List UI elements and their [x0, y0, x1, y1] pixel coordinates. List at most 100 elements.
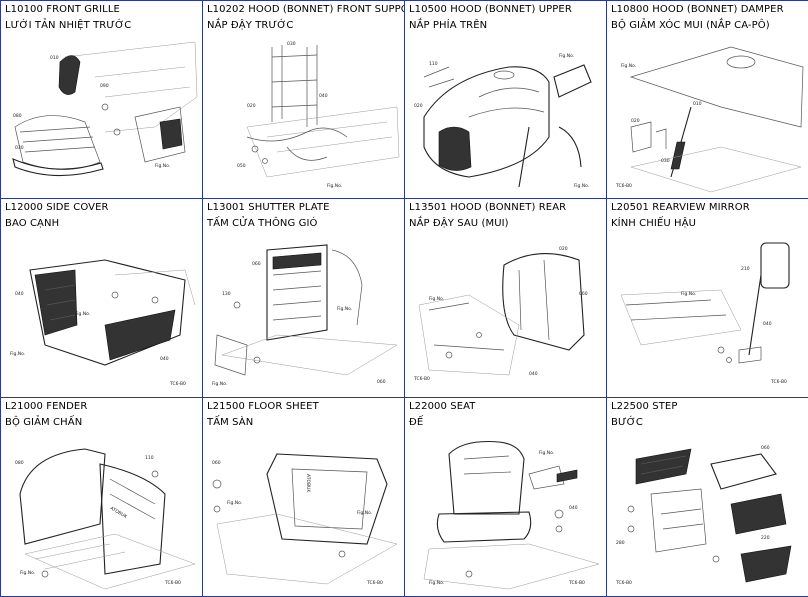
shutter-plate-diagram: 130 060 Fig.No. Fig.No. 060 — [207, 235, 400, 393]
svg-text:010: 010 — [50, 55, 59, 61]
svg-text:TC6-B0: TC6-B0 — [615, 183, 632, 189]
svg-text:060: 060 — [252, 261, 261, 267]
part-code: L21000 FENDER — [5, 401, 88, 412]
svg-text:Fig.No.: Fig.No. — [621, 63, 636, 69]
svg-text:Fig.No.: Fig.No. — [574, 183, 589, 189]
svg-text:060: 060 — [761, 445, 770, 451]
part-tile-hood-upper[interactable]: L10500 HOOD (BONNET) UPPER NẮP PHÍA TRÊN… — [405, 1, 606, 198]
svg-text:Fig.No.: Fig.No. — [155, 163, 170, 169]
part-title: ĐẾ — [409, 417, 424, 428]
svg-text:Fig.No.: Fig.No. — [337, 306, 352, 312]
svg-text:ATOBUK: ATOBUK — [305, 474, 311, 493]
hood-rear-diagram: 020 060 Fig.No. TC6-B0 040 — [409, 235, 602, 393]
part-tile-rearview-mirror[interactable]: L20501 REARVIEW MIRROR KÍNH CHIẾU HẬU 21… — [607, 199, 808, 397]
svg-text:Fig.No.: Fig.No. — [681, 291, 696, 297]
svg-text:060: 060 — [212, 460, 221, 466]
svg-text:040: 040 — [319, 93, 328, 99]
part-code: L20501 REARVIEW MIRROR — [611, 202, 750, 213]
svg-text:030: 030 — [287, 41, 296, 47]
part-code: L12000 SIDE COVER — [5, 202, 109, 213]
part-tile-shutter-plate[interactable]: L13001 SHUTTER PLATE TẤM CỬA THÔNG GIÓ 1… — [203, 199, 404, 397]
svg-text:TC6-B0: TC6-B0 — [413, 376, 430, 382]
svg-text:020: 020 — [247, 103, 256, 109]
svg-text:TC6-B0: TC6-B0 — [568, 580, 585, 586]
part-title: TẤM CỬA THÔNG GIÓ — [207, 218, 318, 229]
part-tile-seat[interactable]: L22000 SEAT ĐẾ Fig.No.040 Fig.No.TC6-B0 — [405, 398, 606, 596]
svg-text:Fig.No.: Fig.No. — [75, 311, 90, 317]
svg-text:040: 040 — [529, 371, 538, 377]
part-title: BỘ GIẢM CHẤN — [5, 417, 83, 428]
part-title: LƯỚI TẢN NHIỆT TRƯỚC — [5, 20, 132, 31]
part-code: L13501 HOOD (BONNET) REAR — [409, 202, 567, 213]
svg-text:060: 060 — [579, 291, 588, 297]
part-title: KÍNH CHIẾU HẬU — [611, 218, 697, 229]
svg-text:Fig.No.: Fig.No. — [429, 580, 444, 586]
svg-text:TC6-B0: TC6-B0 — [169, 381, 186, 387]
svg-text:050: 050 — [237, 163, 246, 169]
svg-text:030: 030 — [661, 158, 670, 164]
part-title: TẤM SÀN — [207, 417, 254, 428]
svg-text:TC6-B0: TC6-B0 — [615, 580, 632, 586]
part-title: BƯỚC — [611, 417, 643, 428]
seat-diagram: Fig.No.040 Fig.No.TC6-B0 — [409, 434, 602, 592]
part-tile-hood-damper[interactable]: L10800 HOOD (BONNET) DAMPER BỘ GIẢM XÓC … — [607, 1, 808, 198]
svg-text:220: 220 — [761, 535, 770, 541]
part-code: L10100 FRONT GRILLE — [5, 4, 120, 15]
part-title: NẮP ĐẬY TRƯỚC — [207, 20, 294, 31]
svg-text:210: 210 — [741, 266, 750, 272]
svg-text:Fig.No.: Fig.No. — [10, 351, 25, 357]
part-title: NẮP PHÍA TRÊN — [409, 20, 488, 31]
svg-text:020: 020 — [559, 246, 568, 252]
svg-text:040: 040 — [160, 356, 169, 362]
svg-text:130: 130 — [222, 291, 231, 297]
hood-front-support-diagram: 030 020 040 050 Fig.No. — [207, 37, 400, 195]
svg-text:020: 020 — [414, 103, 423, 109]
part-code: L10500 HOOD (BONNET) UPPER — [409, 4, 572, 15]
svg-text:Fig.No.: Fig.No. — [212, 381, 227, 387]
svg-text:080: 080 — [13, 113, 22, 119]
svg-text:Fig.No.: Fig.No. — [357, 510, 372, 516]
svg-text:110: 110 — [145, 455, 154, 461]
svg-text:Fig.No.: Fig.No. — [429, 296, 444, 302]
svg-text:Fig.No.: Fig.No. — [20, 570, 35, 576]
part-code: L21500 FLOOR SHEET — [207, 401, 319, 412]
svg-text:110: 110 — [429, 61, 438, 67]
svg-text:Fig.No.: Fig.No. — [539, 450, 554, 456]
part-code: L13001 SHUTTER PLATE — [207, 202, 330, 213]
svg-text:TC6-B0: TC6-B0 — [366, 580, 383, 586]
svg-text:080: 080 — [15, 460, 24, 466]
svg-text:TC6-B0: TC6-B0 — [770, 379, 787, 385]
part-tile-hood-front-support[interactable]: L10202 HOOD (BONNET) FRONT SUPPO NẮP ĐẬY… — [203, 1, 404, 198]
part-title: BỘ GIẢM XÓC MUI (NẮP CA-PÔ) — [611, 20, 770, 31]
svg-text:TC6-B0: TC6-B0 — [164, 580, 181, 586]
front-grille-diagram: 010 080 090 030 Fig.No. — [5, 37, 198, 195]
svg-text:030: 030 — [15, 145, 24, 151]
part-code: L10202 HOOD (BONNET) FRONT SUPPO — [207, 4, 404, 15]
part-title: NẮP ĐẬY SAU (MUI) — [409, 218, 509, 229]
part-title: BAO CẠNH — [5, 218, 60, 229]
part-tile-front-grille[interactable]: L10100 FRONT GRILLE LƯỚI TẢN NHIỆT TRƯỚC… — [1, 1, 202, 198]
svg-text:Fig.No.: Fig.No. — [227, 500, 242, 506]
svg-text:Fig.No.: Fig.No. — [327, 183, 342, 189]
part-tile-hood-rear[interactable]: L13501 HOOD (BONNET) REAR NẮP ĐẬY SAU (M… — [405, 199, 606, 397]
svg-text:Fig.No.: Fig.No. — [559, 53, 574, 59]
svg-text:060: 060 — [377, 379, 386, 385]
svg-text:280: 280 — [616, 540, 625, 546]
svg-text:040: 040 — [763, 321, 772, 327]
svg-text:090: 090 — [100, 83, 109, 89]
svg-text:020: 020 — [631, 118, 640, 124]
part-code: L10800 HOOD (BONNET) DAMPER — [611, 4, 784, 15]
part-code: L22500 STEP — [611, 401, 678, 412]
svg-text:040: 040 — [15, 291, 24, 297]
